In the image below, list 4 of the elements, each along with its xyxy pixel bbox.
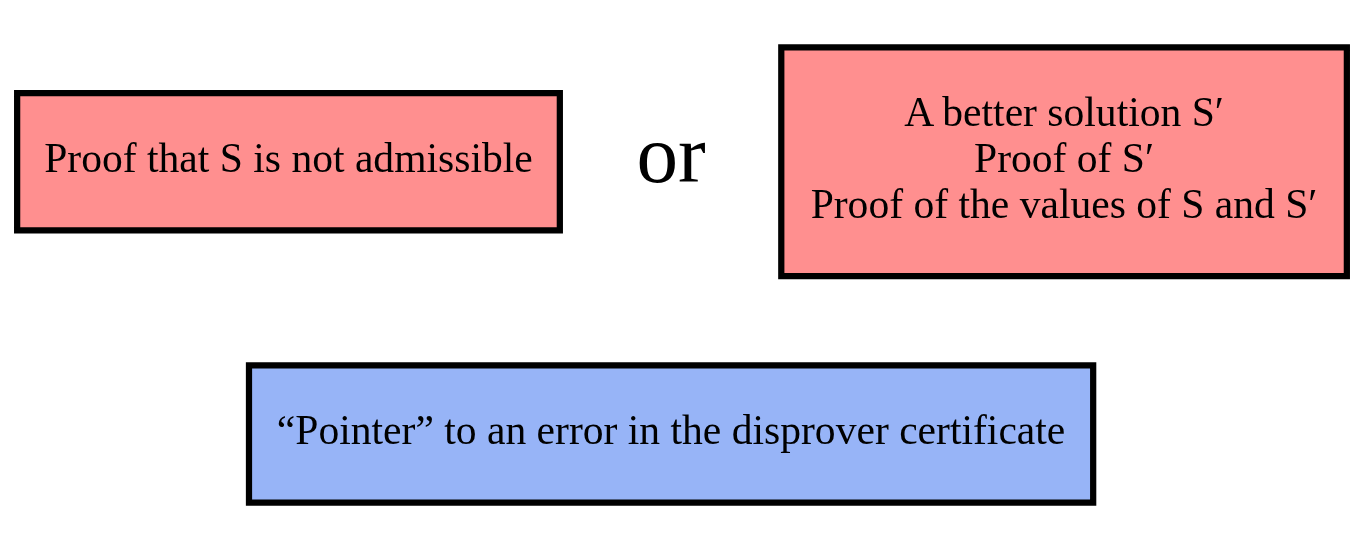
node-box: “Pointer” to an error in the disprover certificate: [245, 361, 1097, 506]
label: or: [636, 107, 706, 200]
node-box: A better solution S′ Proof of S′ Proof of the values of S and S′: [778, 43, 1350, 279]
node-box: Proof that S is not admissible: [14, 89, 563, 233]
